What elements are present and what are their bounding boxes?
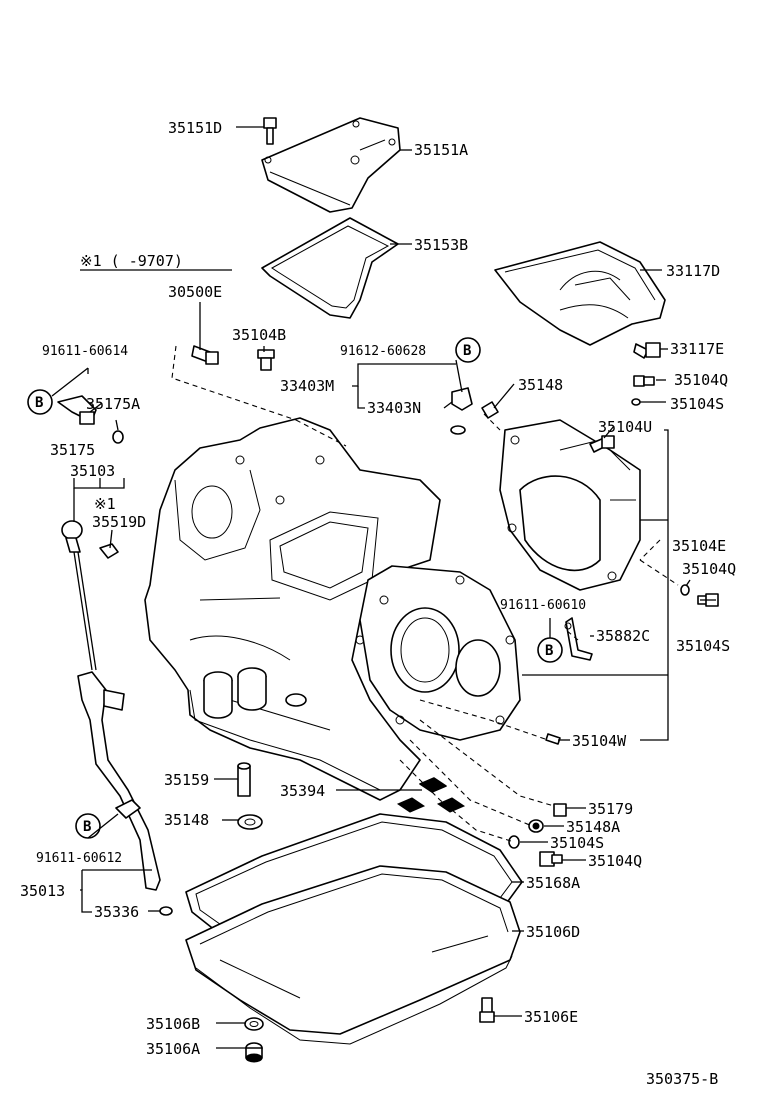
tube-35159 <box>237 762 251 797</box>
label-35148-top: 35148 <box>518 376 563 394</box>
plug-35148-top <box>481 401 499 419</box>
label-35148a: 35148A <box>566 818 620 836</box>
gasket-35153b <box>261 217 399 319</box>
transaxle-case <box>144 417 441 801</box>
valve-body-cover <box>261 117 401 213</box>
label-30500e: 30500E <box>168 283 222 301</box>
label-91611-60612: 91611-60612 <box>36 851 122 866</box>
bracket-35882c <box>564 617 593 661</box>
label-35882c: 35882C <box>596 627 650 645</box>
figure-code: 350375-B <box>646 1070 718 1088</box>
bolt-30500e <box>191 345 219 365</box>
washer-35148-mid <box>237 814 263 830</box>
label-35104w: 35104W <box>572 732 627 750</box>
callout-b-1: B <box>35 395 43 411</box>
label-33403n: 33403N <box>367 399 421 417</box>
callout-b-circles <box>27 337 563 839</box>
label-35104b: 35104B <box>232 326 286 344</box>
bolt-35151d <box>263 117 277 145</box>
bolt-35104u <box>589 435 615 453</box>
label-35104s-3: 35104S <box>550 834 604 852</box>
dipstick-tube-35013 <box>77 671 161 891</box>
label-35168a: 35168A <box>526 874 580 892</box>
label-33403m: 33403M <box>280 377 334 395</box>
label-35103: 35103 <box>70 462 115 480</box>
label-35336: 35336 <box>94 903 139 921</box>
dashed-assembly-lines <box>171 345 679 843</box>
washer-35148a <box>528 819 544 833</box>
label-35106a: 35106A <box>146 1040 200 1058</box>
label-33117e: 33117E <box>670 340 724 358</box>
label-35175a: 35175A <box>86 395 140 413</box>
converter-housing-face <box>359 565 521 741</box>
speed-sensor <box>57 395 124 444</box>
magnets-35394 <box>396 777 466 813</box>
label-35104q-3: 35104Q <box>588 852 642 870</box>
callout-b-3: B <box>545 643 553 659</box>
note-symbol: ※1 <box>94 495 116 513</box>
label-35148-mid: 35148 <box>164 811 209 829</box>
oring-35336 <box>159 906 173 916</box>
label-91611-60610: 91611-60610 <box>500 598 586 613</box>
callout-b-4: B <box>83 819 91 835</box>
oring-35104s-bottom <box>508 835 520 849</box>
bolt-35104q-right <box>680 584 719 607</box>
label-35159: 35159 <box>164 771 209 789</box>
note-text: ※1 ( -9707) <box>80 252 183 270</box>
bracket-33403 <box>450 387 473 435</box>
label-35519d: 35519D <box>92 513 146 531</box>
bolt-35104q-bottom <box>539 851 563 867</box>
extension-housing <box>499 419 641 591</box>
label-35106b: 35106B <box>146 1015 200 1033</box>
washer-35106b <box>244 1017 264 1031</box>
oring-35519d <box>99 543 119 559</box>
label-91611-60614: 91611-60614 <box>42 344 128 359</box>
plug-35179 <box>553 803 567 817</box>
label-35179: 35179 <box>588 800 633 818</box>
label-35104e: 35104E <box>672 537 726 555</box>
plug-35106a <box>245 1042 263 1063</box>
heat-shield-33117d <box>494 241 666 346</box>
label-35153b: 35153B <box>414 236 468 254</box>
dipstick-35103 <box>61 520 97 671</box>
bolt-33117e <box>633 342 661 359</box>
oil-pan-35106d <box>185 865 521 1045</box>
plug-35104b <box>257 349 275 371</box>
label-35106e: 35106E <box>524 1008 578 1026</box>
label-91612-60628: 91612-60628 <box>340 344 426 359</box>
label-33117d: 33117D <box>666 262 720 280</box>
label-35106d: 35106D <box>526 923 580 941</box>
label-35104q-1: 35104Q <box>674 371 728 389</box>
callout-b-2: B <box>463 343 471 359</box>
label-35151d: 35151D <box>168 119 222 137</box>
drain-plug-35106e <box>479 997 495 1023</box>
label-35394: 35394 <box>280 782 325 800</box>
leader-lines <box>51 126 716 1049</box>
label-35104u: 35104U <box>598 418 652 436</box>
part-labels: 35151D 35151A 35153B 33117D 33117E ※1 ( … <box>20 119 736 1088</box>
label-35104s-1: 35104S <box>670 395 724 413</box>
label-35013: 35013 <box>20 882 65 900</box>
label-35175: 35175 <box>50 441 95 459</box>
bolt-35104q-top <box>631 375 655 406</box>
pin-35104w <box>545 733 561 745</box>
label-35104q-2: 35104Q <box>682 560 736 578</box>
label-35104s-2: 35104S <box>676 637 730 655</box>
label-35151a: 35151A <box>414 141 468 159</box>
